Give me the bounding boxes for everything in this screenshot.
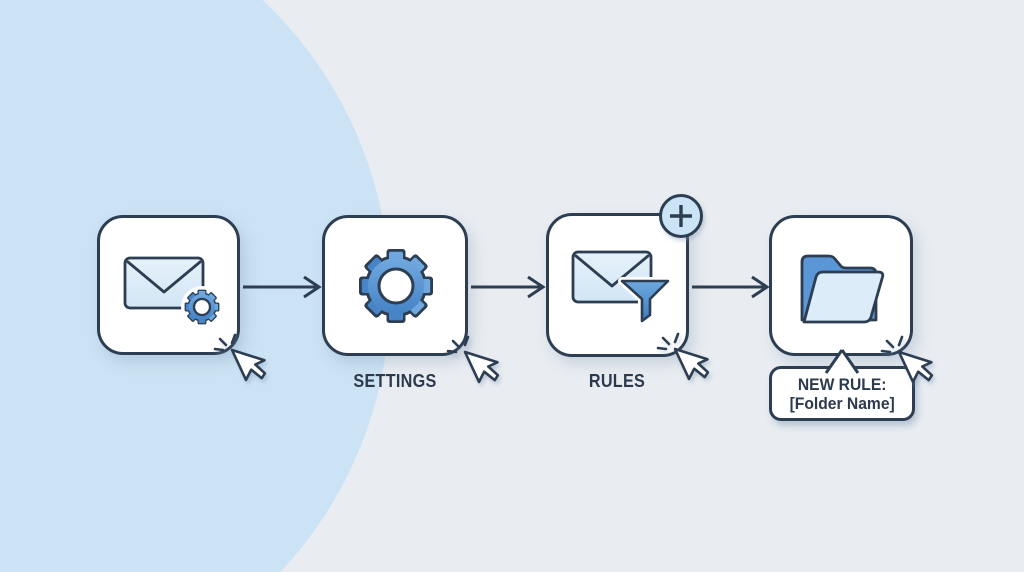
new-rule-callout: NEW RULE: [Folder Name] [769,366,915,421]
step-box-settings[interactable] [322,215,468,356]
arrow-icon-3 [692,275,770,299]
step-box-rules[interactable] [546,213,689,357]
settings-label: SETTINGS [353,371,437,391]
callout-line-2: [Folder Name] [789,393,895,413]
rules-label: RULES [588,371,646,391]
arrow-icon-2 [471,275,546,299]
callout-line-1: NEW RULE: [797,374,887,394]
step-box-inbox[interactable] [97,215,240,355]
step-box-folder[interactable] [769,215,913,356]
